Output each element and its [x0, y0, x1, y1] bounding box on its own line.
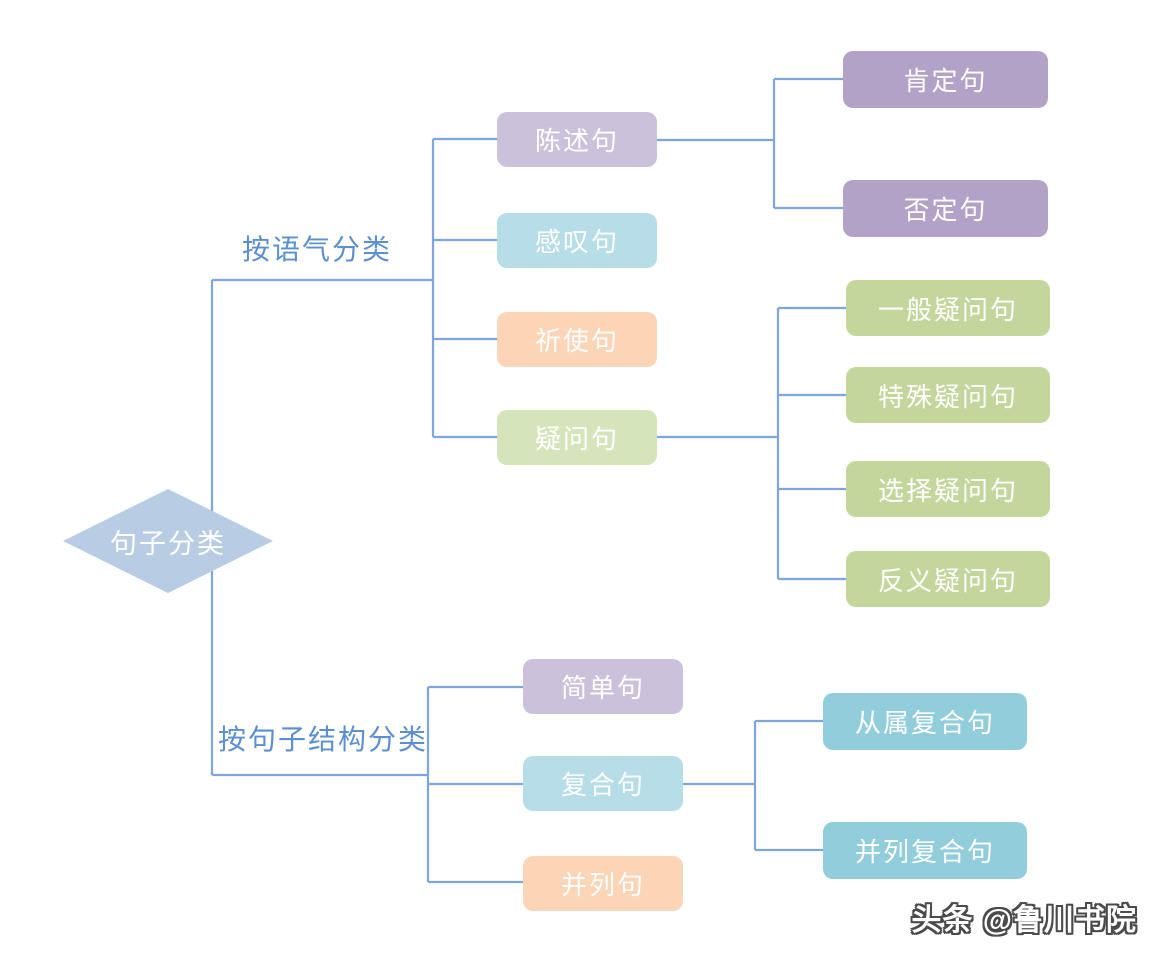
node-tag-question: 反义疑问句: [846, 551, 1050, 607]
node-declarative: 陈述句: [497, 112, 657, 167]
node-negative: 否定句: [843, 180, 1048, 237]
node-affirmative: 肯定句: [843, 51, 1048, 108]
toutiao-watermark: 头条 @鲁川书院: [911, 904, 1137, 937]
node-compound-sentence: 并列句: [523, 856, 683, 911]
branch-label-by-tone: 按语气分类: [242, 234, 393, 265]
branch-label-by-structure: 按句子结构分类: [218, 724, 429, 755]
node-simple-sentence: 简单句: [523, 659, 683, 714]
node-coordinate-complex: 并列复合句: [823, 822, 1027, 879]
node-general-question: 一般疑问句: [846, 280, 1050, 336]
node-interrogative: 疑问句: [497, 410, 657, 465]
node-exclamatory: 感叹句: [497, 213, 657, 268]
node-subordinate-complex: 从属复合句: [823, 693, 1027, 750]
node-imperative: 祈使句: [497, 312, 657, 367]
node-alternative-question: 选择疑问句: [846, 461, 1050, 517]
node-complex-sentence: 复合句: [523, 756, 683, 811]
node-special-question: 特殊疑问句: [846, 367, 1050, 423]
